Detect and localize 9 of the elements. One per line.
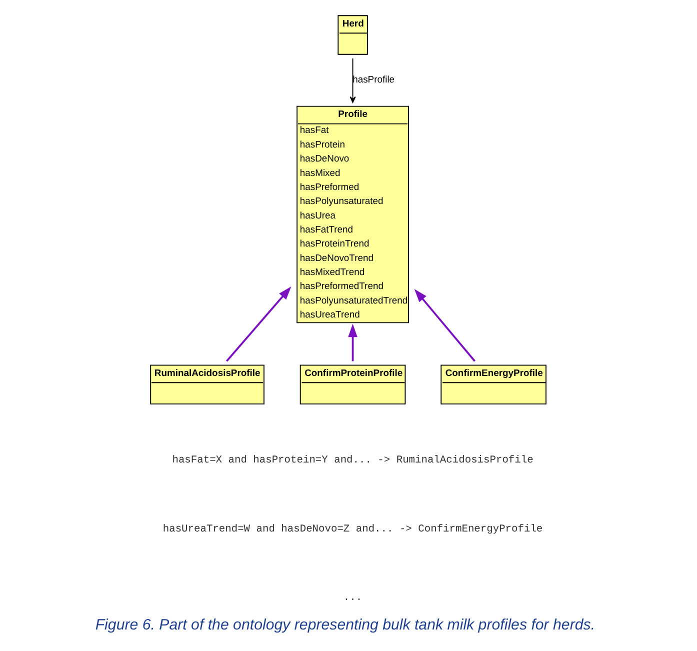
arrow (349, 58, 356, 103)
arrow (348, 324, 357, 362)
label: hasFat=X and hasProtein=Y and... -> RuminalAcidosisProfile (172, 454, 533, 466)
arrow (225, 286, 291, 362)
arrow (414, 288, 475, 362)
label: ... (342, 592, 362, 604)
label: hasUreaTrend=W and hasDeNovo=Z and... -> ConfirmEnergyProfile (162, 523, 542, 536)
caption: Figure 6. Part of the ontology representing bulk tank milk profiles for herds. (94, 616, 595, 634)
edge-label: hasProfile (352, 74, 394, 86)
